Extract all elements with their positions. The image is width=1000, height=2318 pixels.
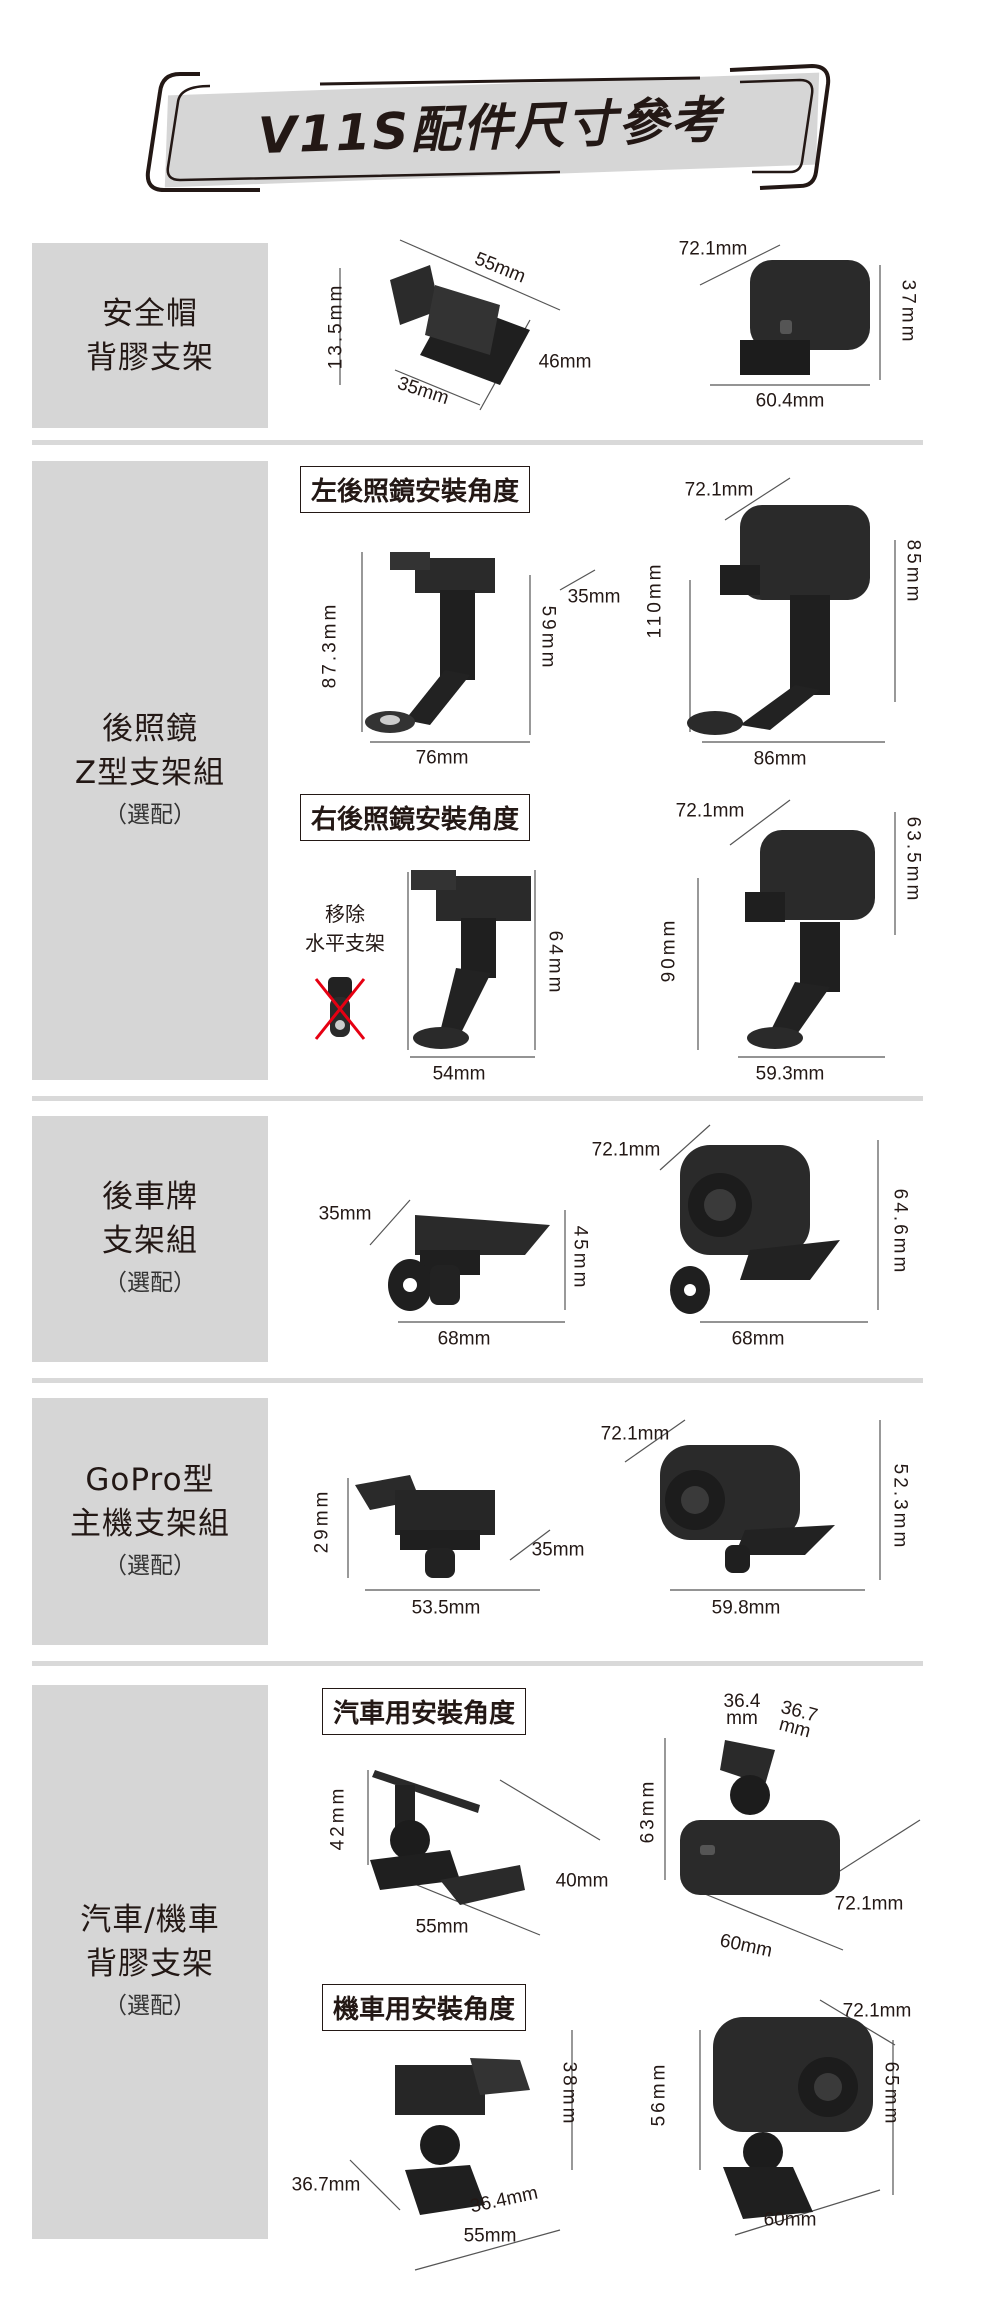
optional-tag: （選配） xyxy=(104,1993,196,2019)
section-label-car-moto-adhesive-mount: 汽車/機車 背膠支架 （選配） xyxy=(32,1685,268,2239)
dimension-label: 46mm xyxy=(538,351,592,373)
dimension-label: 59.3mm xyxy=(755,1063,825,1085)
note-line: 移除 xyxy=(325,902,365,926)
note-line: 水平支架 xyxy=(305,931,385,955)
caption-moto-install-angle: 機車用安裝角度 xyxy=(322,1984,527,2031)
dimension-label: 36.7mm xyxy=(291,2174,361,2196)
dimension-label: 60.4mm xyxy=(755,390,825,412)
dimension-label: 56mm xyxy=(648,2061,670,2127)
camera-on-car-adhesive-bracket-image xyxy=(680,1740,840,1895)
dimension-label: 60mm xyxy=(763,2209,817,2231)
dimension-label: 76mm xyxy=(415,747,469,769)
gopro-bracket-image xyxy=(355,1475,495,1578)
dimension-label: 72.1mm xyxy=(842,2000,912,2022)
dimension-label: 110mm xyxy=(644,561,666,639)
section-title-line: 後照鏡 xyxy=(102,710,198,747)
dimension-label: 72.1mm xyxy=(675,800,745,822)
title-frame xyxy=(145,63,831,192)
dimension-label: 68mm xyxy=(731,1328,785,1350)
dimension-label: 29mm xyxy=(311,1488,333,1554)
license-plate-bracket-image xyxy=(388,1215,550,1311)
section-title-line: 安全帽 xyxy=(102,295,198,332)
dimension-label: 45mm xyxy=(569,1225,591,1291)
section-label-helmet-mount: 安全帽 背膠支架 xyxy=(32,243,268,428)
section-label-mirror-z-mount: 後照鏡 Z型支架組 （選配） xyxy=(32,461,268,1080)
section-divider xyxy=(32,1096,923,1101)
optional-tag: （選配） xyxy=(104,1270,196,1296)
dimension-label: 35mm xyxy=(567,586,621,608)
dimension-label: 72.1mm xyxy=(600,1423,670,1445)
camera-on-gopro-bracket-image xyxy=(660,1445,835,1573)
left-mirror-bracket-image xyxy=(365,552,495,733)
caption-left-mirror-angle: 左後照鏡安裝角度 xyxy=(300,466,531,513)
dimension-label: 35mm xyxy=(531,1539,585,1561)
section-title-line: 支架組 xyxy=(102,1223,198,1259)
remove-horizontal-mount-note: 移除 水平支架 xyxy=(300,900,390,958)
dimension-label: 72.1mm xyxy=(834,1893,904,1915)
dimension-label: 37mm xyxy=(897,279,919,345)
section-divider xyxy=(32,440,923,445)
dimension-label: 13.5mm xyxy=(325,282,347,370)
right-mirror-bracket-image xyxy=(411,870,531,1049)
camera-on-left-mirror-bracket-image xyxy=(687,505,870,735)
dimension-label: 55mm xyxy=(463,2225,517,2247)
dimension-label: 86mm xyxy=(753,748,807,770)
dimension-label: 40mm xyxy=(555,1870,609,1892)
section-divider xyxy=(32,1378,923,1383)
removed-gopro-adapter-icon xyxy=(314,977,366,1040)
dimension-label: 35mm xyxy=(318,1203,372,1225)
dimension-label: 59mm xyxy=(537,605,559,671)
section-title-line: GoPro型 xyxy=(85,1461,215,1498)
dimension-label: 42mm xyxy=(327,1785,349,1851)
section-divider xyxy=(32,1661,923,1666)
section-label-gopro-mount: GoPro型 主機支架組 （選配） xyxy=(32,1398,268,1645)
camera-on-right-mirror-bracket-image xyxy=(745,830,875,1049)
dimension-label: 63.5mm xyxy=(902,816,924,904)
optional-tag: （選配） xyxy=(104,1552,196,1579)
section-title-line: 主機支架組 xyxy=(70,1505,230,1542)
dimension-label: 65mm xyxy=(880,2061,902,2127)
dimension-label: 53.5mm xyxy=(411,1597,481,1619)
section-title-line: Z型支架組 xyxy=(74,754,226,791)
camera-on-license-plate-bracket-image xyxy=(670,1145,840,1314)
section-title-line: 背膠支架 xyxy=(86,339,214,376)
dimension-label: 85mm xyxy=(902,539,924,605)
dimension-label: 64mm xyxy=(544,930,566,996)
dimension-label: 72.1mm xyxy=(591,1139,661,1161)
camera-on-moto-adhesive-bracket-image xyxy=(713,2017,873,2219)
section-label-license-plate-mount: 後車牌 支架組 （選配） xyxy=(32,1116,268,1362)
section-title-line: 後車牌 xyxy=(102,1179,198,1215)
camera-on-helmet-bracket-image xyxy=(740,260,870,375)
moto-adhesive-bracket-image xyxy=(395,2058,530,2215)
dimension-label: 59.8mm xyxy=(711,1597,781,1619)
car-adhesive-bracket-image xyxy=(370,1770,525,1905)
dimension-label: 38mm xyxy=(558,2061,580,2127)
dimension-label: 87.3mm xyxy=(319,601,341,689)
dimension-label: 36.4 mm xyxy=(723,1691,761,1729)
section-title-line: 汽車/機車 xyxy=(80,1902,220,1938)
dimension-label: 63mm xyxy=(637,1778,659,1844)
dimension-label: 72.1mm xyxy=(678,238,748,260)
dimension-label: 54mm xyxy=(432,1063,486,1085)
dimension-label: 52.3mm xyxy=(889,1463,911,1551)
helmet-bracket-image xyxy=(390,265,530,385)
dimension-label: 64.6mm xyxy=(889,1188,911,1276)
dimension-label: 68mm xyxy=(437,1328,491,1350)
dimension-label: 72.1mm xyxy=(684,479,754,501)
caption-car-install-angle: 汽車用安裝角度 xyxy=(322,1688,527,1735)
dimension-label: 55mm xyxy=(415,1916,469,1938)
caption-right-mirror-angle: 右後照鏡安裝角度 xyxy=(300,794,531,841)
dimension-label: 90mm xyxy=(658,917,680,983)
section-title-line: 背膠支架 xyxy=(86,1946,214,1982)
optional-tag: （選配） xyxy=(104,801,196,828)
